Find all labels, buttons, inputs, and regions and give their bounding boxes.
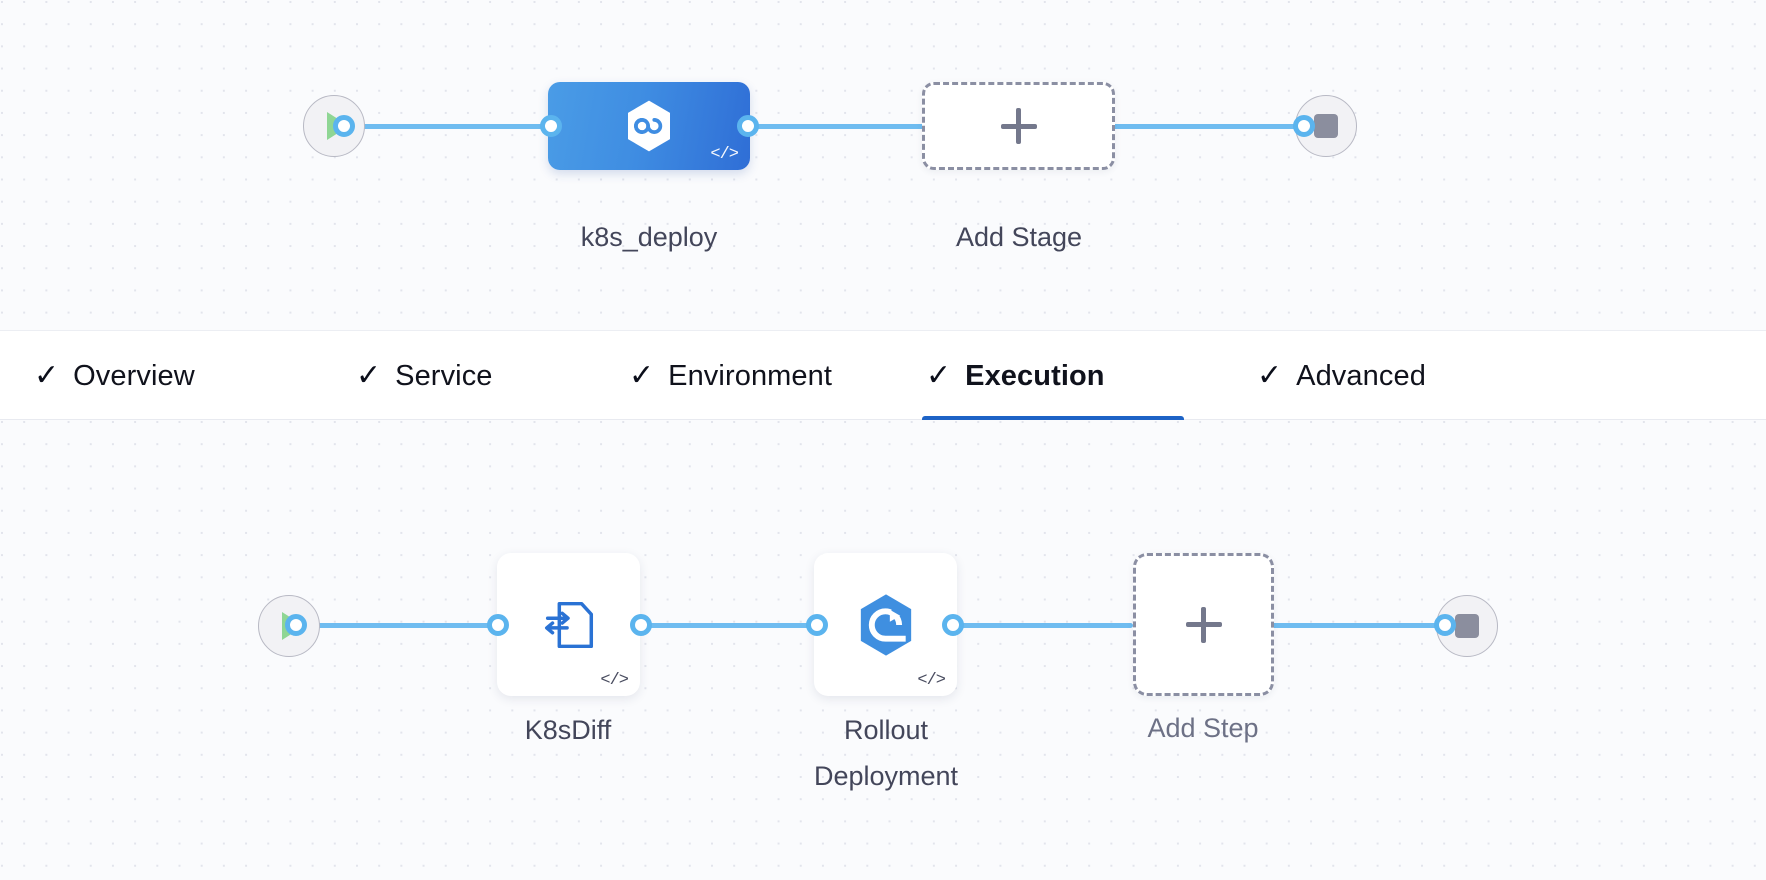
edge-stage-to-add-stage xyxy=(740,124,932,129)
edge-rollout-to-add-step xyxy=(945,623,1133,628)
stage-label-k8s-deploy: k8s_deploy xyxy=(580,222,718,252)
stage-config-tabbar[interactable]: ✓ Overview ✓ Service ✓ Environment ✓ Exe… xyxy=(0,330,1766,422)
add-stage-button[interactable] xyxy=(922,82,1115,170)
tab-service[interactable]: ✓ Service xyxy=(352,331,507,421)
check-icon: ✓ xyxy=(629,359,655,392)
plus-icon-vertical xyxy=(1016,108,1021,144)
step-label-k8sdiff: K8sDiff xyxy=(524,715,612,745)
port-stage-in[interactable] xyxy=(540,115,562,137)
yaml-code-badge-icon[interactable]: </> xyxy=(600,671,629,690)
add-stage-label: Add Stage xyxy=(955,222,1083,252)
tab-overview[interactable]: ✓ Overview xyxy=(30,331,225,421)
step-label-rollout-deployment: Rollout Deployment xyxy=(813,715,959,791)
tab-active-underline xyxy=(922,416,1184,422)
kubernetes-rollout-hexagon-icon xyxy=(860,593,911,656)
port-exec-start-out[interactable] xyxy=(285,614,307,636)
tab-service-label: Service xyxy=(395,359,493,392)
tab-environment-label: Environment xyxy=(668,359,833,392)
tab-advanced-label: Advanced xyxy=(1296,359,1426,392)
tab-execution[interactable]: ✓ Execution xyxy=(922,331,1184,422)
port-rollout-out[interactable] xyxy=(942,614,964,636)
stop-icon xyxy=(1455,614,1479,638)
port-end-in[interactable] xyxy=(1293,115,1315,137)
tab-environment[interactable]: ✓ Environment xyxy=(625,331,857,421)
port-rollout-in[interactable] xyxy=(806,614,828,636)
stop-icon xyxy=(1314,114,1338,138)
stage-node-k8s-deploy[interactable]: </> xyxy=(548,82,750,170)
check-icon: ✓ xyxy=(926,359,952,392)
tab-advanced[interactable]: ✓ Advanced xyxy=(1253,331,1463,421)
port-stage-out[interactable] xyxy=(737,115,759,137)
edge-k8sdiff-to-rollout xyxy=(633,623,810,628)
yaml-code-badge-icon[interactable]: </> xyxy=(710,145,739,164)
step-node-rollout-deployment[interactable]: </> xyxy=(814,553,957,696)
check-icon: ✓ xyxy=(34,359,60,392)
port-exec-end-in[interactable] xyxy=(1434,614,1456,636)
add-step-button[interactable] xyxy=(1133,553,1274,696)
execution-steps-canvas[interactable]: </> K8sDiff </> Rollout Deployment Add S… xyxy=(0,420,1766,880)
check-icon: ✓ xyxy=(356,359,382,392)
edge-add-step-to-end xyxy=(1268,623,1448,628)
stage-pipeline-canvas[interactable]: </> k8s_deploy Add Stage xyxy=(0,0,1766,330)
harness-cd-hexagon-icon xyxy=(628,100,670,152)
tab-execution-label: Execution xyxy=(965,359,1105,392)
check-icon: ✓ xyxy=(1257,359,1283,392)
add-step-label: Add Step xyxy=(1147,713,1259,743)
tab-overview-label: Overview xyxy=(73,359,195,392)
step-node-k8sdiff[interactable]: </> xyxy=(497,553,640,696)
edge-add-stage-to-end xyxy=(1108,124,1308,129)
pipeline-end-node[interactable] xyxy=(1295,95,1357,157)
edge-start-to-k8sdiff xyxy=(288,623,504,628)
yaml-code-badge-icon[interactable]: </> xyxy=(917,671,946,690)
port-k8sdiff-out[interactable] xyxy=(630,614,652,636)
edge-start-to-stage xyxy=(336,124,556,129)
port-start-out[interactable] xyxy=(333,115,355,137)
plus-icon-vertical xyxy=(1201,606,1206,643)
port-k8sdiff-in[interactable] xyxy=(487,614,509,636)
k8s-diff-document-icon xyxy=(544,601,593,648)
